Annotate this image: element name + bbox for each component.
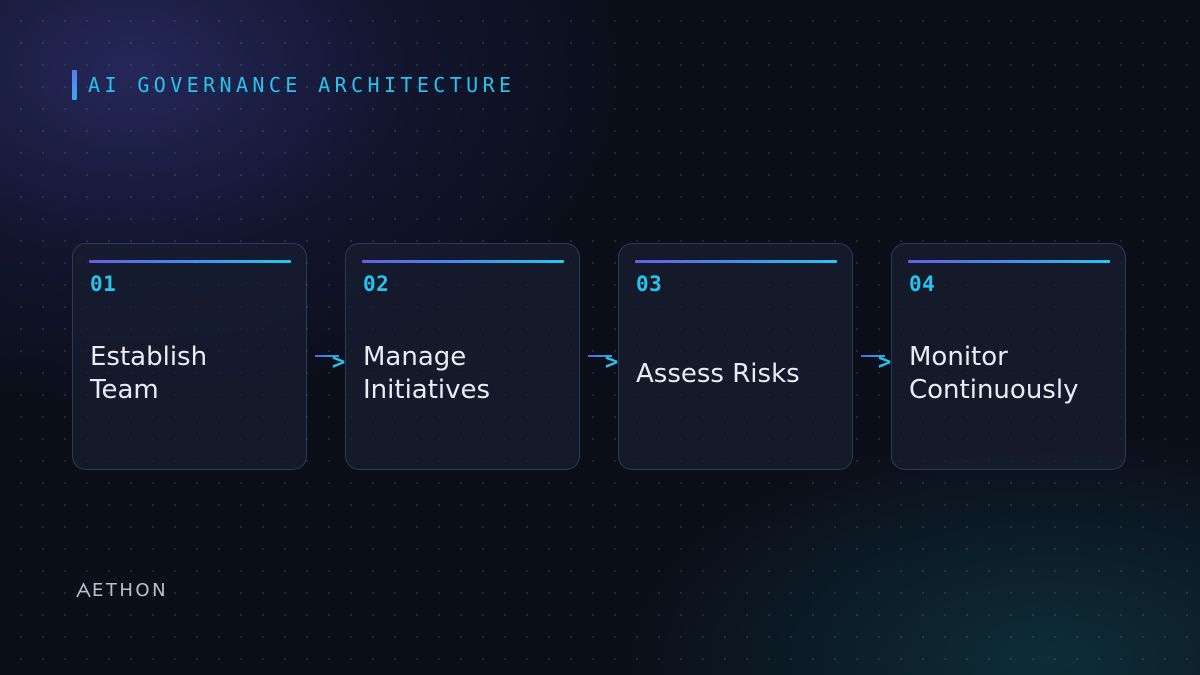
step-title: Manage Initiatives xyxy=(363,342,491,405)
step-accent-line xyxy=(635,260,837,263)
step-title: Assess Risks xyxy=(636,358,800,389)
connector-line xyxy=(861,355,885,357)
connector-arrow-2: > xyxy=(588,349,622,375)
step-card-4: 04 Monitor Continuously xyxy=(891,243,1126,470)
delta-logo-icon xyxy=(76,582,91,598)
connector-line xyxy=(315,355,339,357)
slide-title: AI GOVERNANCE ARCHITECTURE xyxy=(88,73,516,97)
step-accent-line xyxy=(89,260,291,263)
slide-heading: AI GOVERNANCE ARCHITECTURE xyxy=(72,70,515,100)
step-number: 03 xyxy=(636,272,663,296)
step-number: 01 xyxy=(90,272,117,296)
step-title: Establish Team xyxy=(90,342,208,405)
chevron-right-icon: > xyxy=(605,350,619,375)
step-number: 02 xyxy=(363,272,390,296)
step-title: Monitor Continuously xyxy=(909,342,1079,405)
connector-arrow-1: > xyxy=(315,349,349,375)
chevron-right-icon: > xyxy=(878,350,892,375)
chevron-right-icon: > xyxy=(332,350,346,375)
connector-arrow-3: > xyxy=(861,349,895,375)
connector-line xyxy=(588,355,612,357)
logo-wordmark: ETHON xyxy=(92,580,169,601)
step-accent-line xyxy=(908,260,1110,263)
heading-accent-bar xyxy=(72,70,77,100)
step-accent-line xyxy=(362,260,564,263)
step-number: 04 xyxy=(909,272,936,296)
step-card-2: 02 Manage Initiatives xyxy=(345,243,580,470)
step-card-1: 01 Establish Team xyxy=(72,243,307,470)
brand-logo: ETHON xyxy=(76,580,168,601)
step-card-3: 03 Assess Risks xyxy=(618,243,853,470)
